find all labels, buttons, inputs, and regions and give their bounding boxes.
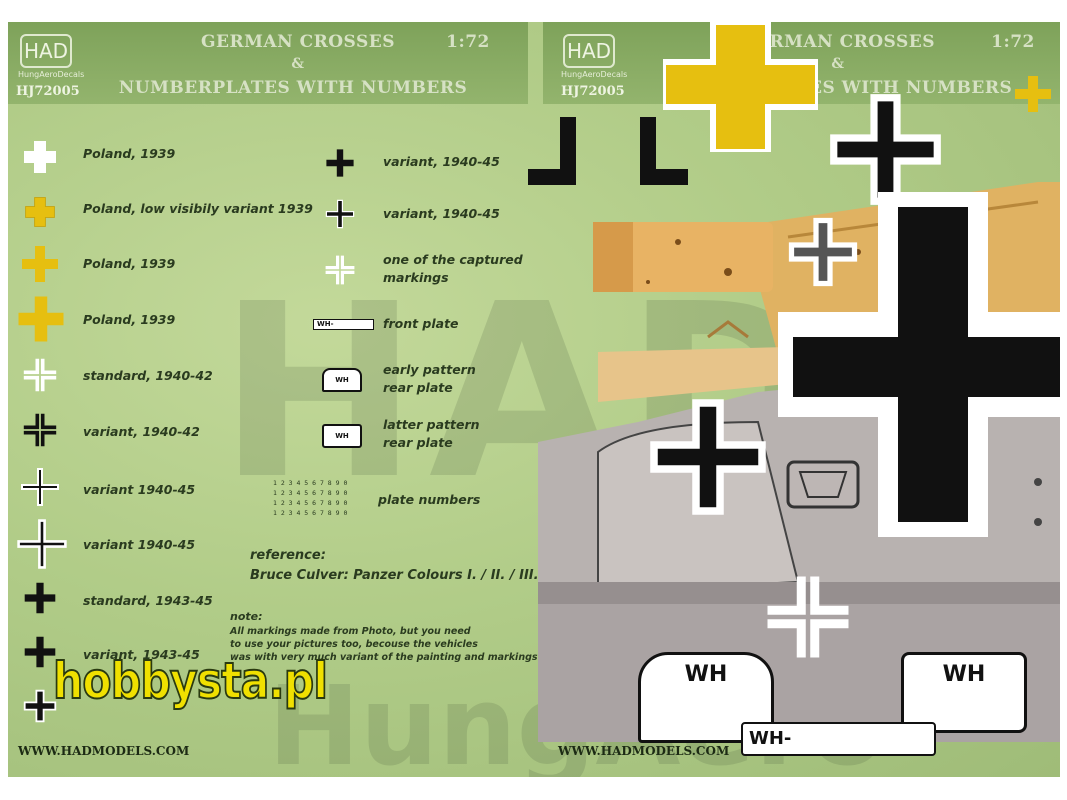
medium-balkenkreuz [650,399,766,515]
had-logo: HAD [20,34,72,68]
white-outline-cross-icon [23,358,57,392]
legend-label: variant 1940-45 [83,537,196,552]
title-line1: GERMAN CROSSES [201,32,395,52]
legend-label: Poland, low visibily variant 1939 [83,201,313,216]
legend-label: latter pattern [383,417,480,432]
large-balkenkreuz [778,192,1060,537]
plate-digits-row: 1 2 3 4 5 6 7 8 9 0 [273,509,348,517]
title-line1-right: GERMAN CROSSES [741,32,935,52]
note-line: to use your pictures too, becouse the ve… [230,639,478,650]
legend-label: Poland, 1939 [83,146,176,161]
black-white-cross-top [830,94,941,205]
thin-cross-icon [325,199,355,229]
legend-label: rear plate [383,435,453,450]
note-line: was with very much variant of the painti… [230,652,542,663]
title-line2: NUMBERPLATES WITH NUMBERS [118,78,468,98]
front-plate-icon: WH- [313,319,374,330]
brand-name: HungAeroDecals [18,70,85,79]
front-plate: WH- [741,722,936,756]
legend-label: variant, 1940-45 [383,206,500,221]
had-logo-right: HAD [563,34,615,68]
product-code-right: HJ72005 [561,84,625,99]
note-heading: note: [230,610,263,623]
large-yellow-cross [663,22,818,152]
legend-label: early pattern [383,362,476,377]
legend-label: variant, 1940-42 [83,424,200,439]
plate-digits-row: 1 2 3 4 5 6 7 8 9 0 [273,499,348,507]
legend-label: standard, 1943-45 [83,593,213,608]
brand-name-right: HungAeroDecals [561,70,628,79]
legend-label: one of the captured [383,252,523,267]
legend-label: standard, 1940-42 [83,368,213,383]
plate-prefix: WH- [749,728,792,749]
legend-label: variant 1940-45 [83,482,196,497]
website-right: WWW.HADMODELS.COM [558,744,730,758]
black-outline-cross [528,117,688,185]
header-left [8,22,528,104]
yellow-cross-icon [25,197,55,227]
black-outline-cross-icon [23,413,57,447]
scale-label-right: 1:72 [991,32,1035,52]
legend-label: variant, 1940-45 [383,154,500,169]
scale-label: 1:72 [446,32,490,52]
yellow-cross-icon [18,296,64,342]
plate-digits-row: 1 2 3 4 5 6 7 8 9 0 [273,479,348,487]
black-cross-icon [326,149,354,177]
reference-text: Bruce Culver: Panzer Colours I. / II. / … [250,568,539,583]
white-outline-cross-icon [325,255,355,285]
title-amp: & [291,56,305,72]
legend-label: Poland, 1939 [83,256,176,271]
early-rear-plate-icon: WH [322,368,362,392]
plate-prefix: WH [684,662,728,687]
thin-cross-icon [17,519,67,569]
hobbysta-watermark: hobbysta.pl [52,651,329,711]
black-cross-icon [24,636,56,668]
yellow-cross-icon [22,246,58,282]
note-line: All markings made from Photo, but you ne… [230,626,471,637]
legend-label: rear plate [383,380,453,395]
small-yellow-cross [1015,76,1051,112]
title-amp-right: & [831,56,845,72]
black-outline-cross-icon [23,689,57,723]
website-left: WWW.HADMODELS.COM [18,744,190,758]
reference-heading: reference: [250,548,326,563]
latter-rear-plate-icon: WH [322,424,362,448]
black-cross-icon [24,582,56,614]
plate-digits-row: 1 2 3 4 5 6 7 8 9 0 [273,489,348,497]
white-cross-icon [24,141,56,173]
decal-sheet: HAD HungAero HAD HungAeroDecals HJ72005 … [8,22,1060,777]
latter-rear-plate: WH [901,652,1027,733]
plate-prefix: WH [942,662,986,687]
legend-label: front plate [383,316,459,331]
legend-label: plate numbers [378,492,481,507]
legend-label: Poland, 1939 [83,312,176,327]
legend-label: markings [383,270,449,285]
legend-label: variant, 1943-45 [83,647,200,662]
grey-outline-cross [788,217,858,287]
product-code: HJ72005 [16,84,80,99]
white-outline-cross [767,576,849,658]
thin-cross-icon [21,468,59,506]
plate-digits-block: 1 2 3 4 5 6 7 8 9 0 1 2 3 4 5 6 7 8 9 0 … [273,478,347,518]
